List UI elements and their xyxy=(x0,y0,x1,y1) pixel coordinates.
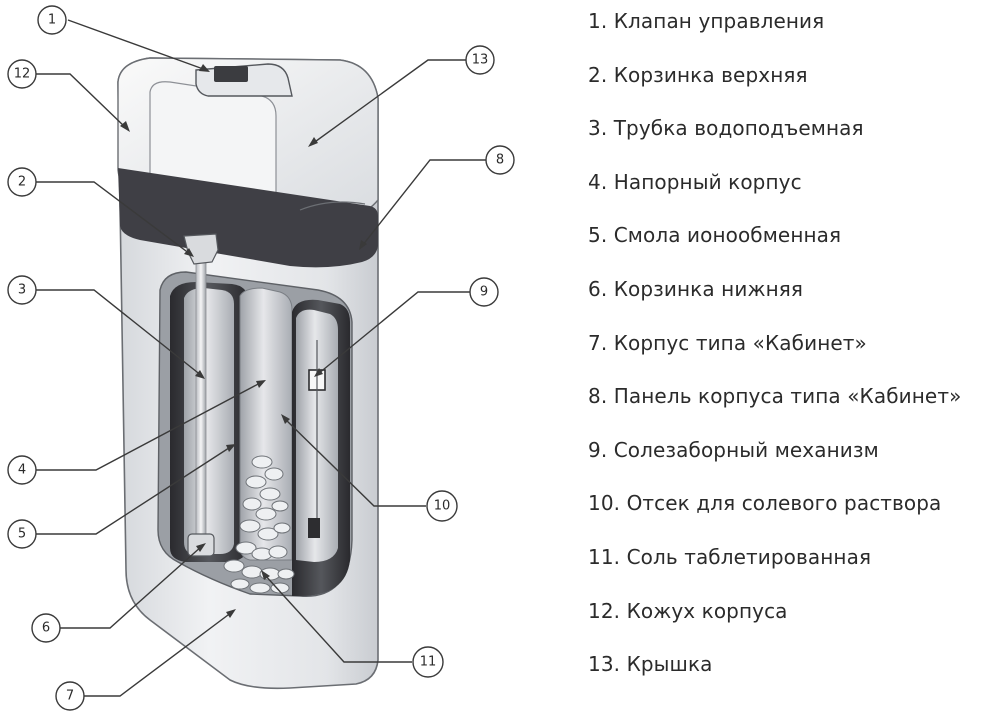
callout-10-label: 10 xyxy=(434,499,451,514)
callout-7-label: 7 xyxy=(66,689,74,704)
riser-tube xyxy=(195,253,207,541)
legend-item: 1. Клапан управления xyxy=(588,9,825,33)
callout-3-label: 3 xyxy=(18,283,26,298)
callout-8: 8 xyxy=(485,145,515,175)
legend-item: 4. Напорный корпус xyxy=(588,169,802,194)
legend-item: 12. Кожух корпуса xyxy=(588,598,788,623)
callout-7: 7 xyxy=(55,681,85,711)
callout-2-label: 2 xyxy=(18,175,26,190)
callout-10: 10 xyxy=(426,490,458,522)
legend-item: 2. Корзинка верхняя xyxy=(588,62,808,87)
legend-item: 10. Отсек для солевого раствора xyxy=(588,491,942,516)
callout-12: 12 xyxy=(7,59,37,89)
callout-8-label: 8 xyxy=(496,153,504,168)
callout-4: 4 xyxy=(7,455,37,485)
callout-1: 1 xyxy=(37,5,67,35)
cabinet-panel-band xyxy=(118,168,378,268)
legend-item: 8. Панель корпуса типа «Кабинет» xyxy=(588,384,962,409)
softener-cabinet xyxy=(117,57,379,690)
callout-9-label: 9 xyxy=(480,285,488,300)
callout-13: 13 xyxy=(465,45,495,75)
callout-9: 9 xyxy=(469,277,499,307)
callout-5-label: 5 xyxy=(18,527,26,542)
legend-item: 3. Трубка водоподъемная xyxy=(588,116,864,141)
callout-5: 5 xyxy=(7,519,37,549)
callout-12-label: 12 xyxy=(14,67,31,82)
legend-item: 7. Корпус типа «Кабинет» xyxy=(588,330,867,355)
callout-6: 6 xyxy=(31,613,61,643)
salt-tablets xyxy=(223,455,295,594)
legend-item: 13. Крышка xyxy=(588,652,713,677)
callout-6-label: 6 xyxy=(42,621,50,636)
legend-item: 9. Солезаборный механизм xyxy=(588,437,879,462)
leader-lines xyxy=(34,19,486,697)
callout-11-label: 11 xyxy=(420,655,437,670)
callout-4-label: 4 xyxy=(18,463,26,478)
callout-11: 11 xyxy=(412,646,444,678)
legend-item: 5. Смола ионообменная xyxy=(588,223,842,248)
callout-2: 2 xyxy=(7,167,37,197)
callout-13-label: 13 xyxy=(472,53,489,68)
callout-3: 3 xyxy=(7,275,37,305)
legend-item: 11. Соль таблетированная xyxy=(588,544,872,569)
parts-legend: 1. Клапан управления 2. Корзинка верхняя… xyxy=(588,8,1000,705)
callout-1-label: 1 xyxy=(48,13,56,28)
legend-item: 6. Корзинка нижняя xyxy=(588,276,804,301)
